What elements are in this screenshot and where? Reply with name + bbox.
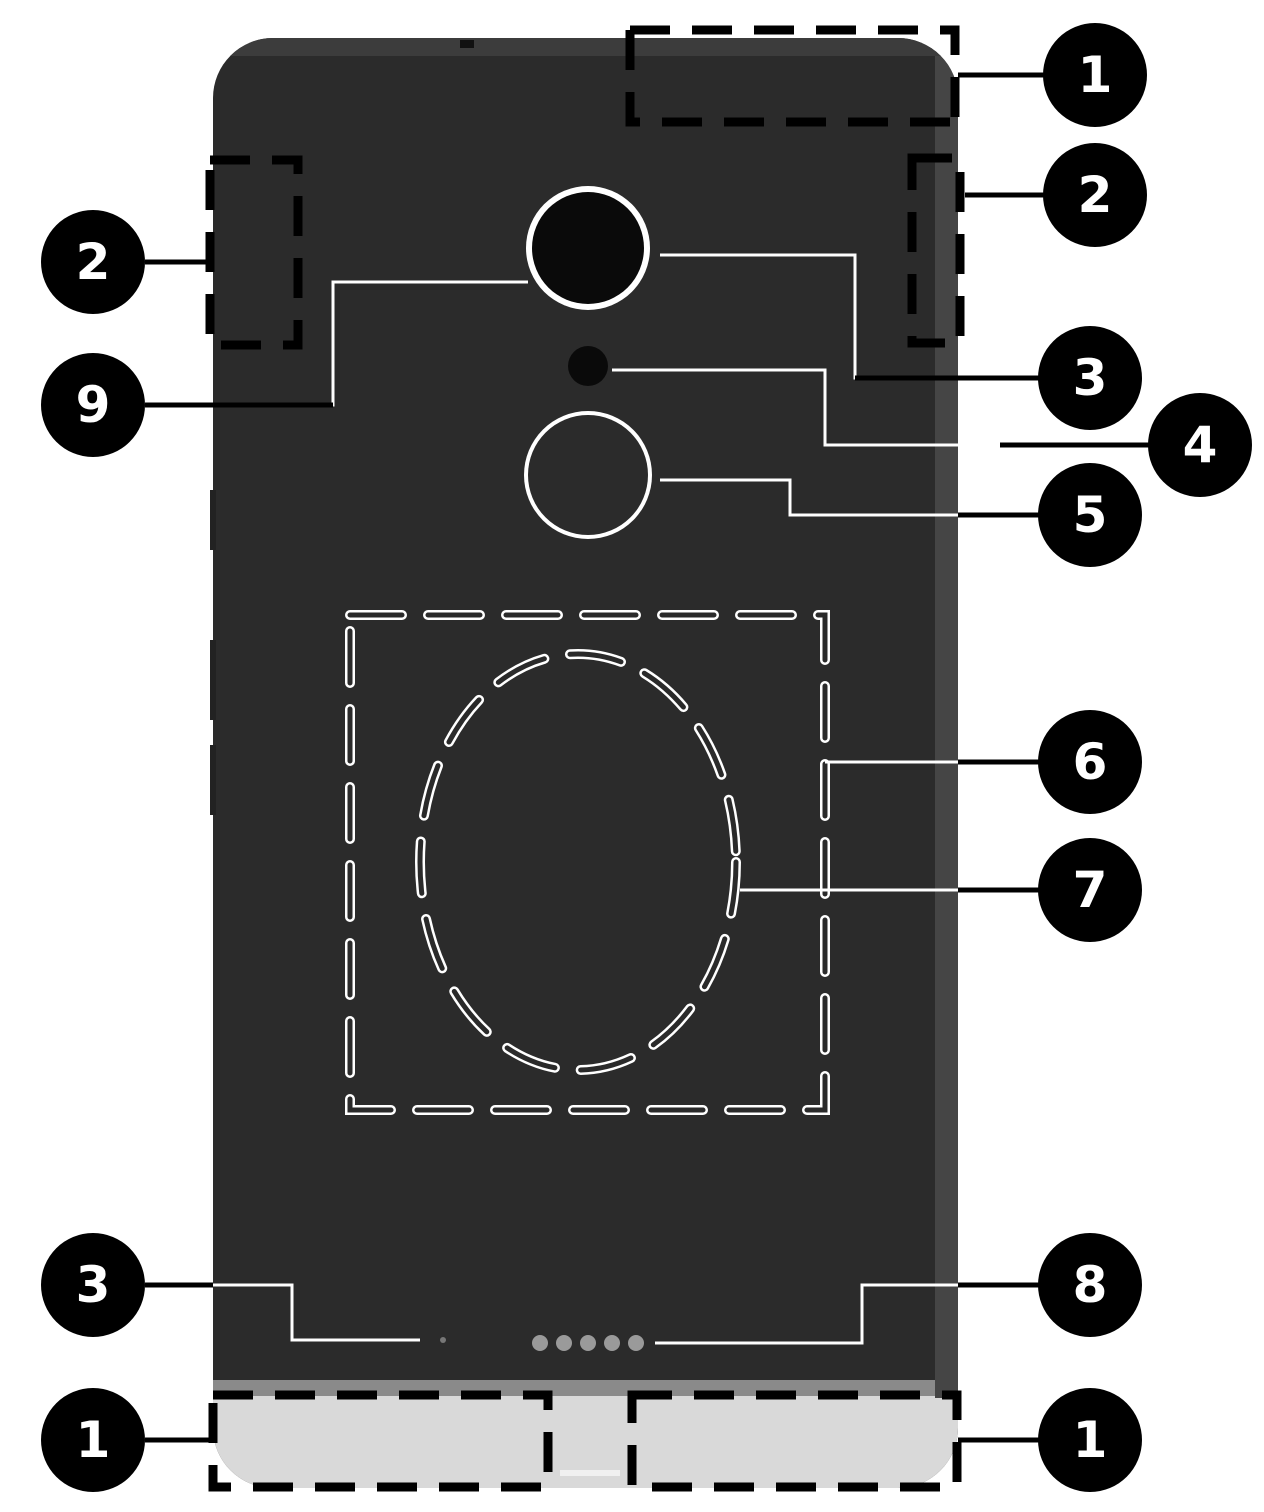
callout-c3-top: 3 (1038, 326, 1142, 430)
device-body (210, 38, 958, 1488)
callout-c5: 5 (1038, 463, 1142, 567)
callout-label: 1 (1078, 46, 1113, 104)
callout-label: 2 (1078, 166, 1113, 224)
callout-label: 6 (1073, 733, 1108, 791)
rear-camera (526, 186, 650, 310)
callout-c4: 4 (1148, 393, 1252, 497)
camera-flash (568, 346, 608, 386)
callout-label: 1 (76, 1411, 111, 1469)
callout-c1-bottom-right: 1 (1038, 1388, 1142, 1492)
pogo-pin-connector (532, 1335, 644, 1351)
wireless-charging-zone (415, 649, 741, 1075)
callout-c2-right: 2 (1043, 143, 1147, 247)
callout-c8: 8 (1038, 1233, 1142, 1337)
callout-c6: 6 (1038, 710, 1142, 814)
callout-c7: 7 (1038, 838, 1142, 942)
callout-label: 5 (1073, 486, 1108, 544)
callout-c1-top: 1 (1043, 23, 1147, 127)
callout-label: 8 (1073, 1256, 1108, 1314)
callout-c9: 9 (41, 353, 145, 457)
callout-c1-bottom-left: 1 (41, 1388, 145, 1492)
bottom-microphone (440, 1337, 446, 1343)
callout-label: 3 (76, 1256, 111, 1314)
nfc-zone (345, 610, 830, 1115)
callout-c2-left: 2 (41, 210, 145, 314)
callout-c3-bottom: 3 (41, 1233, 145, 1337)
callout-label: 3 (1073, 349, 1108, 407)
callout-label: 7 (1073, 861, 1108, 919)
callout-label: 9 (76, 376, 111, 434)
callout-label: 2 (76, 233, 111, 291)
callout-label: 1 (1073, 1411, 1108, 1469)
fingerprint-reader (524, 411, 652, 539)
leader-lines (145, 72, 1155, 1443)
callout-label: 4 (1183, 416, 1218, 474)
